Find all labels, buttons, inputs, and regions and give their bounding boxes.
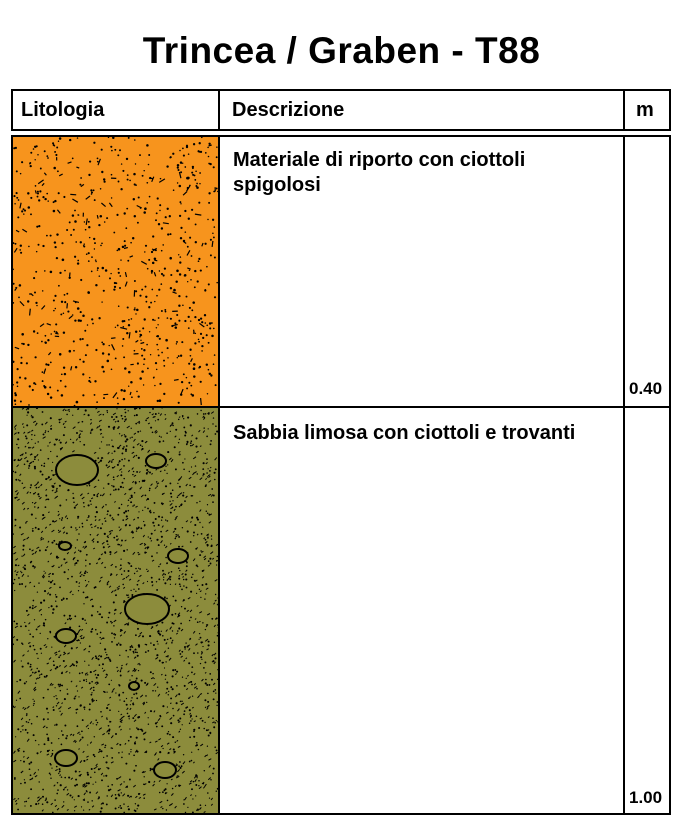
layer-description: Materiale di riporto con ciottoli spigol…: [233, 149, 526, 196]
header-description: Descrizione: [220, 89, 625, 131]
header-lithology: Litologia: [11, 89, 220, 131]
layer-depth: 0.40: [629, 379, 663, 398]
header-depth: m: [625, 89, 671, 131]
silty-sand-pattern: [13, 408, 218, 813]
page-title: Trincea / Graben - T88: [142, 30, 541, 71]
layer-description: Sabbia limosa con ciottoli e trovanti: [233, 422, 576, 444]
fill-material-pattern: [13, 137, 218, 406]
layer-depth: 1.00: [629, 788, 663, 807]
